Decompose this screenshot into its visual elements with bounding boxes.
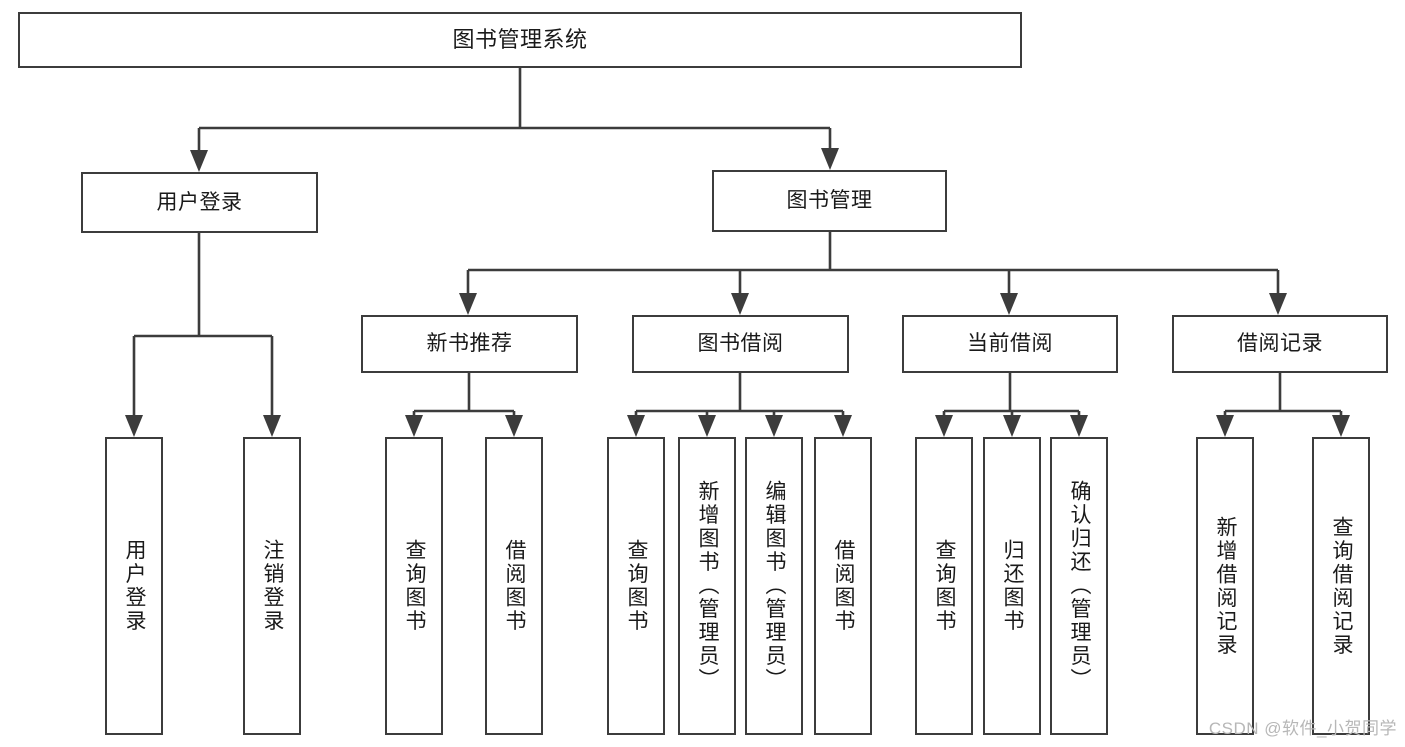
conn-login-l1-arrowhead-icon bbox=[125, 415, 143, 437]
conn-root-bookmgmt-arrowhead-icon bbox=[821, 148, 839, 170]
node-label-login: 用户登录 bbox=[156, 190, 243, 214]
node-bookmgmt[interactable]: 图书管理 bbox=[712, 170, 947, 232]
node-root[interactable]: 图书管理系统 bbox=[18, 12, 1022, 68]
node-leaf-nb-borrow[interactable]: 借阅图书 bbox=[485, 437, 543, 735]
csdn-watermark: CSDN @软件_小贺同学 bbox=[1208, 719, 1397, 738]
node-leaf-user-login[interactable]: 用户登录 bbox=[105, 437, 163, 735]
conn-bm-c2-arrowhead-icon bbox=[731, 293, 749, 315]
node-borrow[interactable]: 图书借阅 bbox=[632, 315, 849, 373]
conn-cu-l1-arrowhead-icon bbox=[935, 415, 953, 437]
node-leaf-bq-query[interactable]: 查询图书 bbox=[607, 437, 665, 735]
conn-rec-l2-arrowhead-icon bbox=[1332, 415, 1350, 437]
node-label-leaf-cu-confirm: 确认归还（管理员） bbox=[1068, 480, 1092, 692]
node-label-leaf-nb-query: 查询图书 bbox=[403, 539, 427, 633]
node-label-leaf-bq-add: 新增图书（管理员） bbox=[696, 480, 720, 692]
node-leaf-bq-edit[interactable]: 编辑图书（管理员） bbox=[745, 437, 803, 735]
node-label-bookmgmt: 图书管理 bbox=[786, 189, 873, 213]
conn-bm-c1-arrowhead-icon bbox=[459, 293, 477, 315]
node-leaf-rec-add[interactable]: 新增借阅记录 bbox=[1196, 437, 1254, 735]
conn-nb-l2-arrowhead-icon bbox=[505, 415, 523, 437]
conn-bq-l4-arrowhead-icon bbox=[834, 415, 852, 437]
node-label-leaf-user-login: 用户登录 bbox=[123, 539, 147, 633]
node-label-root: 图书管理系统 bbox=[452, 26, 588, 52]
node-leaf-user-logout[interactable]: 注销登录 bbox=[243, 437, 301, 735]
node-label-leaf-cu-return: 归还图书 bbox=[1001, 539, 1025, 633]
node-label-leaf-rec-query: 查询借阅记录 bbox=[1330, 515, 1354, 657]
conn-cu-l2-arrowhead-icon bbox=[1003, 415, 1021, 437]
conn-root-login-arrowhead-icon bbox=[190, 150, 208, 172]
conn-rec-l1-arrowhead-icon bbox=[1216, 415, 1234, 437]
node-leaf-rec-query[interactable]: 查询借阅记录 bbox=[1312, 437, 1370, 735]
node-leaf-bq-add[interactable]: 新增图书（管理员） bbox=[678, 437, 736, 735]
conn-bq-l2-arrowhead-icon bbox=[698, 415, 716, 437]
node-leaf-cu-confirm[interactable]: 确认归还（管理员） bbox=[1050, 437, 1108, 735]
node-label-leaf-user-logout: 注销登录 bbox=[261, 539, 285, 633]
conn-bm-c4-arrowhead-icon bbox=[1269, 293, 1287, 315]
node-label-newbook: 新书推荐 bbox=[426, 332, 513, 356]
node-label-leaf-bq-query: 查询图书 bbox=[625, 539, 649, 633]
node-leaf-cu-return[interactable]: 归还图书 bbox=[983, 437, 1041, 735]
node-leaf-bq-borrow[interactable]: 借阅图书 bbox=[814, 437, 872, 735]
node-label-leaf-bq-edit: 编辑图书（管理员） bbox=[763, 480, 787, 692]
conn-bq-l3-arrowhead-icon bbox=[765, 415, 783, 437]
node-login[interactable]: 用户登录 bbox=[81, 172, 318, 233]
conn-nb-l1-arrowhead-icon bbox=[405, 415, 423, 437]
node-current[interactable]: 当前借阅 bbox=[902, 315, 1118, 373]
node-newbook[interactable]: 新书推荐 bbox=[361, 315, 578, 373]
node-label-leaf-bq-borrow: 借阅图书 bbox=[832, 539, 856, 633]
node-label-leaf-nb-borrow: 借阅图书 bbox=[503, 539, 527, 633]
node-label-leaf-cu-query: 查询图书 bbox=[933, 539, 957, 633]
node-leaf-cu-query[interactable]: 查询图书 bbox=[915, 437, 973, 735]
node-label-records: 借阅记录 bbox=[1237, 332, 1323, 356]
conn-bm-c3-arrowhead-icon bbox=[1000, 293, 1018, 315]
node-label-current: 当前借阅 bbox=[967, 332, 1053, 356]
conn-cu-l3-arrowhead-icon bbox=[1070, 415, 1088, 437]
conn-bq-l1-arrowhead-icon bbox=[627, 415, 645, 437]
node-records[interactable]: 借阅记录 bbox=[1172, 315, 1388, 373]
conn-login-l2-arrowhead-icon bbox=[263, 415, 281, 437]
node-label-leaf-rec-add: 新增借阅记录 bbox=[1214, 515, 1238, 657]
node-label-borrow: 图书借阅 bbox=[697, 332, 784, 356]
node-leaf-nb-query[interactable]: 查询图书 bbox=[385, 437, 443, 735]
